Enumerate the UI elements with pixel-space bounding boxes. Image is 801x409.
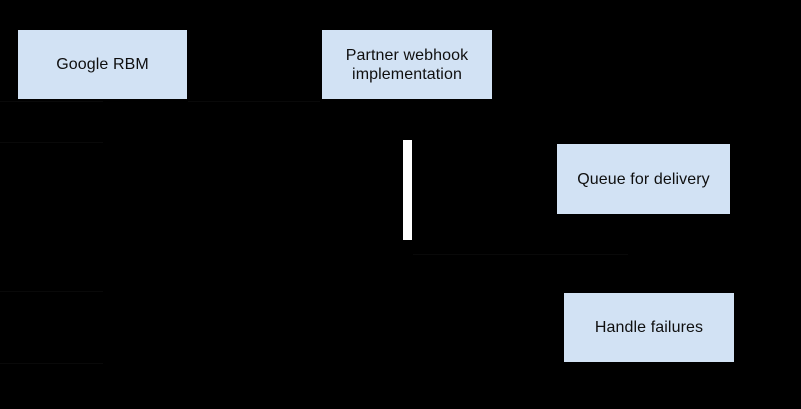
guide-line <box>188 101 320 102</box>
node-google-rbm[interactable]: Google RBM <box>18 30 187 99</box>
connector-webhook-to-queue <box>403 140 412 240</box>
guide-line <box>0 363 103 364</box>
guide-line <box>0 142 103 143</box>
guide-line <box>0 291 103 292</box>
node-queue-for-delivery-label: Queue for delivery <box>577 170 710 188</box>
node-handle-failures[interactable]: Handle failures <box>564 293 734 362</box>
node-handle-failures-label: Handle failures <box>594 319 704 336</box>
node-partner-webhook-implementation-label: Partner webhook implementation <box>345 46 469 83</box>
guide-line <box>413 254 628 255</box>
node-partner-webhook-implementation[interactable]: Partner webhook implementation <box>322 30 492 99</box>
node-queue-for-delivery[interactable]: Queue for delivery <box>557 144 730 214</box>
guide-line <box>0 101 103 102</box>
node-google-rbm-label: Google RBM <box>56 56 149 73</box>
